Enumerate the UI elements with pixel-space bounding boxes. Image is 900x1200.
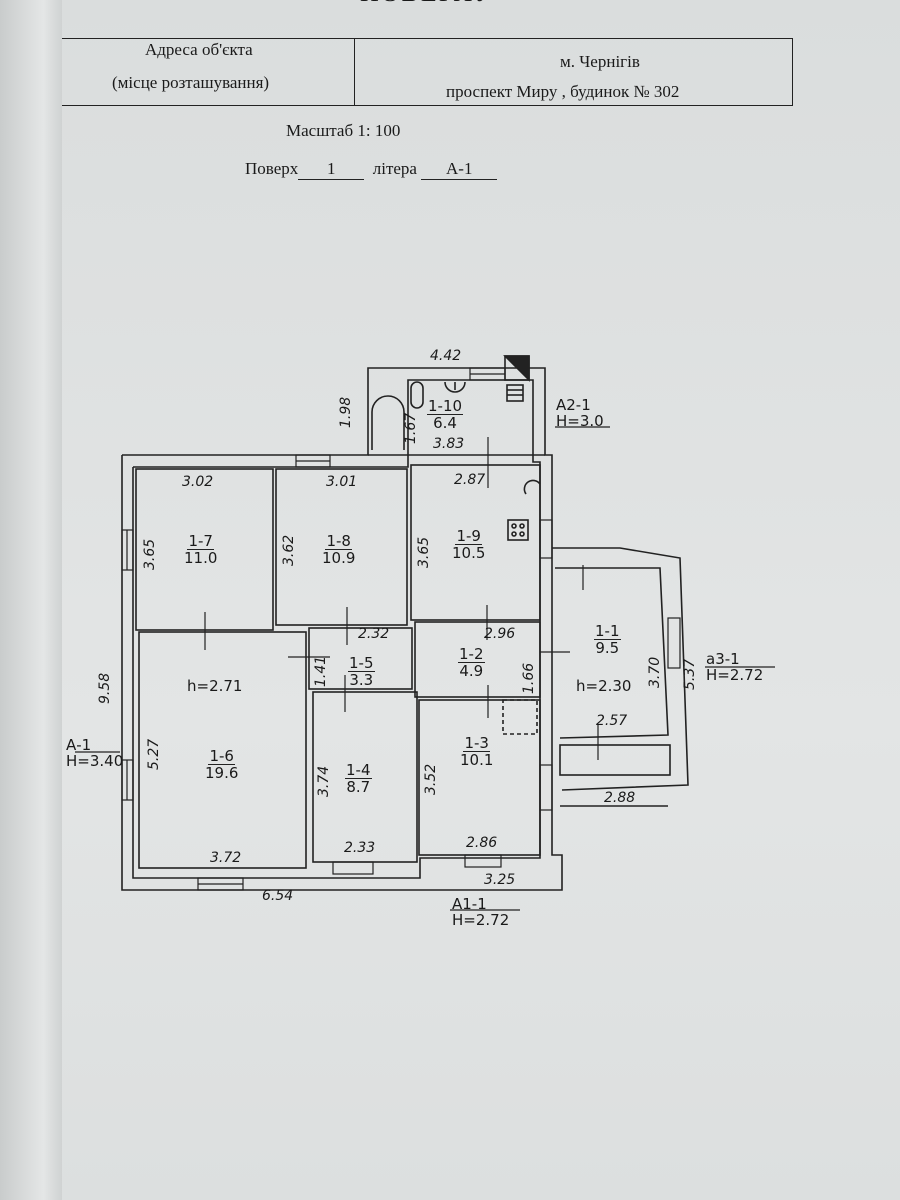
dim-3-02: 3.02 (182, 474, 214, 490)
dim-2-33: 2.33 (344, 840, 376, 856)
dim-5-27: 5.27 (146, 738, 162, 770)
dim-6-54: 6.54 (262, 888, 294, 904)
toilet-icon (410, 381, 424, 409)
stove-icon (507, 519, 529, 541)
address-street: проспект Миру , будинок № 302 (446, 82, 680, 101)
dim-5-37: 5.37 (682, 658, 698, 690)
door-marks (75, 426, 775, 911)
address-label-1: Адреса об'єкта (145, 40, 253, 59)
page-heading: ПОВЕРХУ (360, 0, 495, 8)
dim-3-72: 3.72 (210, 850, 242, 866)
dim-2-88: 2.88 (604, 790, 636, 806)
dim-3-25: 3.25 (484, 872, 516, 888)
room-1-6-outline (138, 631, 307, 869)
dim-3-74: 3.74 (316, 765, 332, 797)
dim-3-65-right: 3.65 (416, 536, 432, 568)
dim-2-86: 2.86 (466, 835, 498, 851)
room-1-2-outline (414, 621, 541, 698)
dim-3-65-left: 3.65 (142, 538, 158, 570)
dim-3-70: 3.70 (647, 656, 663, 688)
dim-1-98: 1.98 (338, 396, 354, 428)
scale-label: Масштаб 1: 100 (286, 121, 401, 140)
dim-2-87: 2.87 (454, 472, 486, 488)
annex-outer-wall (552, 547, 689, 791)
dim-9-58: 9.58 (97, 672, 113, 704)
dim-1-66: 1.66 (521, 662, 537, 694)
floor-label: Поверх (245, 159, 299, 178)
address-table (62, 38, 793, 106)
bathtub-icon (371, 395, 405, 450)
dim-1-41: 1.41 (313, 655, 329, 687)
floor-value: 1 (298, 159, 365, 180)
dim-3-83: 3.83 (433, 436, 465, 452)
heater-icon (506, 384, 524, 402)
inner-wall-outline (132, 379, 541, 879)
height-annex: h=2.30 (576, 677, 632, 695)
letter-label: літера (372, 159, 417, 178)
letter-value: А-1 (421, 159, 498, 180)
dim-2-32: 2.32 (358, 626, 390, 642)
outer-wall (121, 367, 563, 891)
room-1-8-outline (275, 468, 408, 626)
room-1-5-outline (308, 627, 413, 690)
dim-3-62: 3.62 (281, 534, 297, 566)
dim-2-96: 2.96 (484, 626, 516, 642)
address-city: м. Чернігів (560, 52, 640, 71)
dim-2-57: 2.57 (596, 713, 628, 729)
sink-icon (444, 381, 466, 393)
document-page (62, 0, 900, 1200)
dim-4-42: 4.42 (430, 348, 462, 364)
porch (559, 744, 671, 776)
hatch-icon (502, 699, 538, 735)
address-label-2: (місце розташування) (112, 73, 270, 92)
dim-3-01: 3.01 (326, 474, 358, 490)
windows (121, 367, 681, 891)
table-divider (354, 39, 355, 105)
dim-3-52: 3.52 (423, 763, 439, 795)
dim-1-67: 1.67 (403, 412, 419, 444)
gas-meter-icon (523, 479, 541, 495)
height-main: h=2.71 (187, 677, 243, 695)
annex-inner-wall (555, 567, 669, 739)
